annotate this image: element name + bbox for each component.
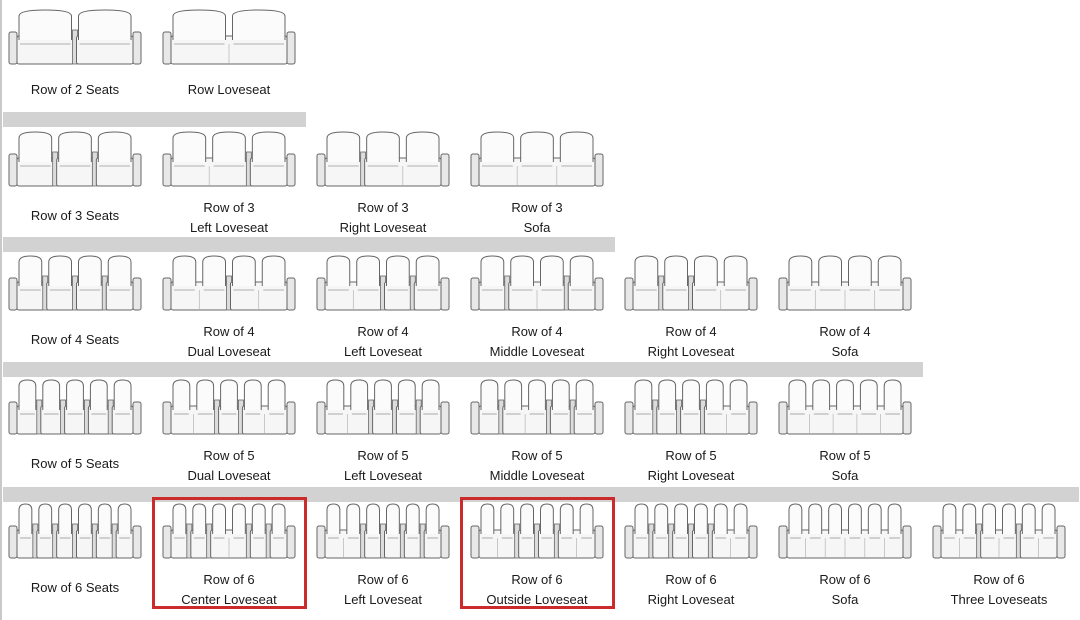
configuration-card: Row of 3 Left Loveseat: [154, 128, 304, 238]
highlight-box: [152, 497, 307, 609]
configuration-card: Row of 6 Seats: [0, 500, 150, 598]
configuration-label: Row of 6 Center Loveseat: [181, 572, 277, 607]
row-divider: [3, 237, 615, 252]
seating-diagram: [932, 503, 1066, 559]
seating-diagram: [624, 379, 758, 435]
configuration-label: Row of 3 Sofa: [511, 200, 563, 235]
row-divider: [3, 362, 923, 377]
configuration-label: Row of 4 Right Loveseat: [647, 324, 735, 359]
seating-diagram: [8, 379, 142, 435]
seating-diagram: [470, 503, 604, 559]
seating-diagram: [316, 255, 450, 311]
configuration-label: Row of 4 Left Loveseat: [343, 324, 423, 359]
configuration-card: Row of 4 Left Loveseat: [308, 252, 458, 362]
configuration-card: Row of 3 Sofa: [462, 128, 612, 238]
configuration-label: Row Loveseat: [187, 82, 271, 97]
seating-diagram: [162, 9, 296, 65]
configuration-label: Row of 5 Sofa: [819, 448, 871, 483]
configuration-label: Row of 5 Left Loveseat: [343, 448, 423, 483]
seating-diagram: [162, 131, 296, 187]
seating-diagram: [470, 379, 604, 435]
configuration-card: Row of 5 Seats: [0, 376, 150, 474]
configuration-card: Row of 4 Seats: [0, 252, 150, 350]
configuration-label: Row of 4 Middle Loveseat: [489, 324, 585, 359]
seating-diagram: [8, 255, 142, 311]
configuration-label: Row of 4 Sofa: [819, 324, 871, 359]
seating-diagram: [316, 503, 450, 559]
seating-diagram: [778, 503, 912, 559]
configuration-card: Row of 5 Middle Loveseat: [462, 376, 612, 486]
configuration-card: Row of 6 Outside Loveseat: [462, 500, 612, 610]
configuration-card: Row of 3 Seats: [0, 128, 150, 226]
seating-diagram: [162, 503, 296, 559]
configuration-label: Row of 6 Right Loveseat: [647, 572, 735, 607]
configuration-card: Row of 6 Sofa: [770, 500, 920, 610]
configuration-card: Row of 4 Right Loveseat: [616, 252, 766, 362]
configuration-card: Row of 6 Right Loveseat: [616, 500, 766, 610]
configuration-label: Row of 3 Left Loveseat: [189, 200, 269, 235]
configuration-label: Row of 6 Three Loveseats: [950, 572, 1048, 607]
configuration-card: Row of 3 Right Loveseat: [308, 128, 458, 238]
configuration-label: Row of 5 Middle Loveseat: [489, 448, 585, 483]
configuration-label: Row of 4 Dual Loveseat: [187, 324, 271, 359]
configuration-label: Row of 2 Seats: [30, 82, 120, 97]
configuration-label: Row of 3 Right Loveseat: [339, 200, 427, 235]
seating-diagram: [8, 9, 142, 65]
seating-diagram: [316, 379, 450, 435]
configuration-card: Row of 5 Right Loveseat: [616, 376, 766, 486]
configuration-card: Row of 2 Seats: [0, 6, 150, 100]
seating-diagram: [8, 503, 142, 559]
configuration-card: Row of 6 Center Loveseat: [154, 500, 304, 610]
seating-diagram: [470, 131, 604, 187]
configuration-label: Row of 6 Outside Loveseat: [486, 572, 588, 607]
configuration-card: Row Loveseat: [154, 6, 304, 100]
configuration-card: Row of 6 Left Loveseat: [308, 500, 458, 610]
configuration-card: Row of 4 Middle Loveseat: [462, 252, 612, 362]
configuration-label: Row of 6 Sofa: [819, 572, 871, 607]
seating-diagram: [778, 255, 912, 311]
configuration-card: Row of 5 Dual Loveseat: [154, 376, 304, 486]
configuration-card: Row of 5 Left Loveseat: [308, 376, 458, 486]
configuration-label: Row of 4 Seats: [30, 332, 120, 347]
seating-diagram: [470, 255, 604, 311]
configuration-label: Row of 5 Dual Loveseat: [187, 448, 271, 483]
seating-diagram: [624, 503, 758, 559]
configuration-label: Row of 6 Left Loveseat: [343, 572, 423, 607]
left-border-line: [0, 0, 2, 620]
seating-diagram: [624, 255, 758, 311]
seating-diagram: [316, 131, 450, 187]
seating-diagram: [8, 131, 142, 187]
seating-diagram: [162, 255, 296, 311]
configuration-card: Row of 5 Sofa: [770, 376, 920, 486]
highlight-box: [460, 497, 615, 609]
configuration-card: Row of 6 Three Loveseats: [924, 500, 1074, 610]
seating-diagram: [778, 379, 912, 435]
row-divider: [3, 112, 306, 127]
configuration-label: Row of 5 Seats: [30, 456, 120, 471]
configuration-card: Row of 4 Dual Loveseat: [154, 252, 304, 362]
seating-diagram: [162, 379, 296, 435]
configuration-label: Row of 3 Seats: [30, 208, 120, 223]
configuration-label: Row of 5 Right Loveseat: [647, 448, 735, 483]
configuration-card: Row of 4 Sofa: [770, 252, 920, 362]
configuration-label: Row of 6 Seats: [30, 580, 120, 595]
